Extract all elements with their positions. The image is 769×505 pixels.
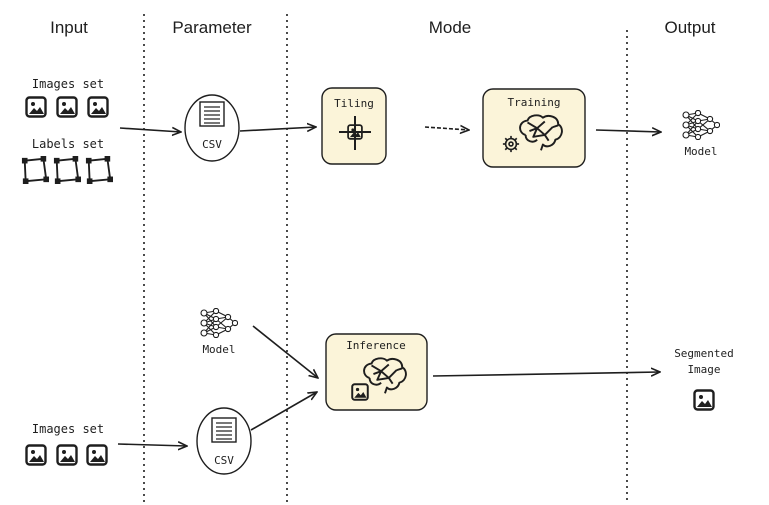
arrow-inference-to-output [432,372,660,376]
inference-csv-node: CSV [196,407,252,475]
inference-images-label: Images set [32,422,104,436]
arrow-model-to-inference [252,325,318,378]
image-icon [87,96,109,118]
label-polygon-icon [52,156,82,184]
image-icon [56,96,78,118]
arrow-inputs-to-csv [119,128,181,132]
image-icon [25,444,47,466]
training-labels-set: Labels set [20,137,114,184]
output-segmented-line1: Segmented [674,347,734,360]
label-polygon-icon [84,156,114,184]
arrow-training-to-model [595,130,661,132]
column-header-parameter: Parameter [172,18,252,37]
inference-label: Inference [346,339,406,352]
csv-file-icon [211,417,237,443]
training-images-set: Images set [25,77,109,118]
neural-network-icon [682,110,720,140]
image-icon [693,389,715,411]
arrow-images-to-csv [117,444,187,446]
tiling-label: Tiling [334,97,374,110]
inference-model-input: Model [200,308,238,356]
training-images-label: Images set [32,77,104,91]
training-csv-node: CSV [184,94,240,162]
training-csv-label: CSV [202,138,222,151]
output-model-label: Model [684,145,717,158]
image-icon [25,96,47,118]
training-labels-label: Labels set [32,137,104,151]
inference-node: Inference [325,333,428,411]
image-icon [56,444,78,466]
label-polygon-icon [20,156,50,184]
arrow-csv-to-tiling [239,127,316,131]
output-segmented-line2: Image [687,363,720,376]
output-model: Model [682,110,720,158]
inference-model-label: Model [202,343,235,356]
csv-file-icon [199,101,225,127]
column-header-mode: Mode [429,18,472,37]
inference-csv-label: CSV [214,454,234,467]
tiling-crosshair-icon [339,116,371,150]
training-node: Training [482,88,586,168]
arrow-tiling-to-training [424,127,469,130]
neural-network-icon [200,308,238,338]
image-icon [86,444,108,466]
column-header-input: Input [50,18,88,37]
arrow-csv-to-inference [250,392,317,431]
column-header-output: Output [664,18,715,37]
tiling-node: Tiling [321,87,387,165]
training-label: Training [508,96,561,109]
output-segmented-image: Segmented Image [674,347,734,411]
inference-images-set: Images set [25,422,108,466]
